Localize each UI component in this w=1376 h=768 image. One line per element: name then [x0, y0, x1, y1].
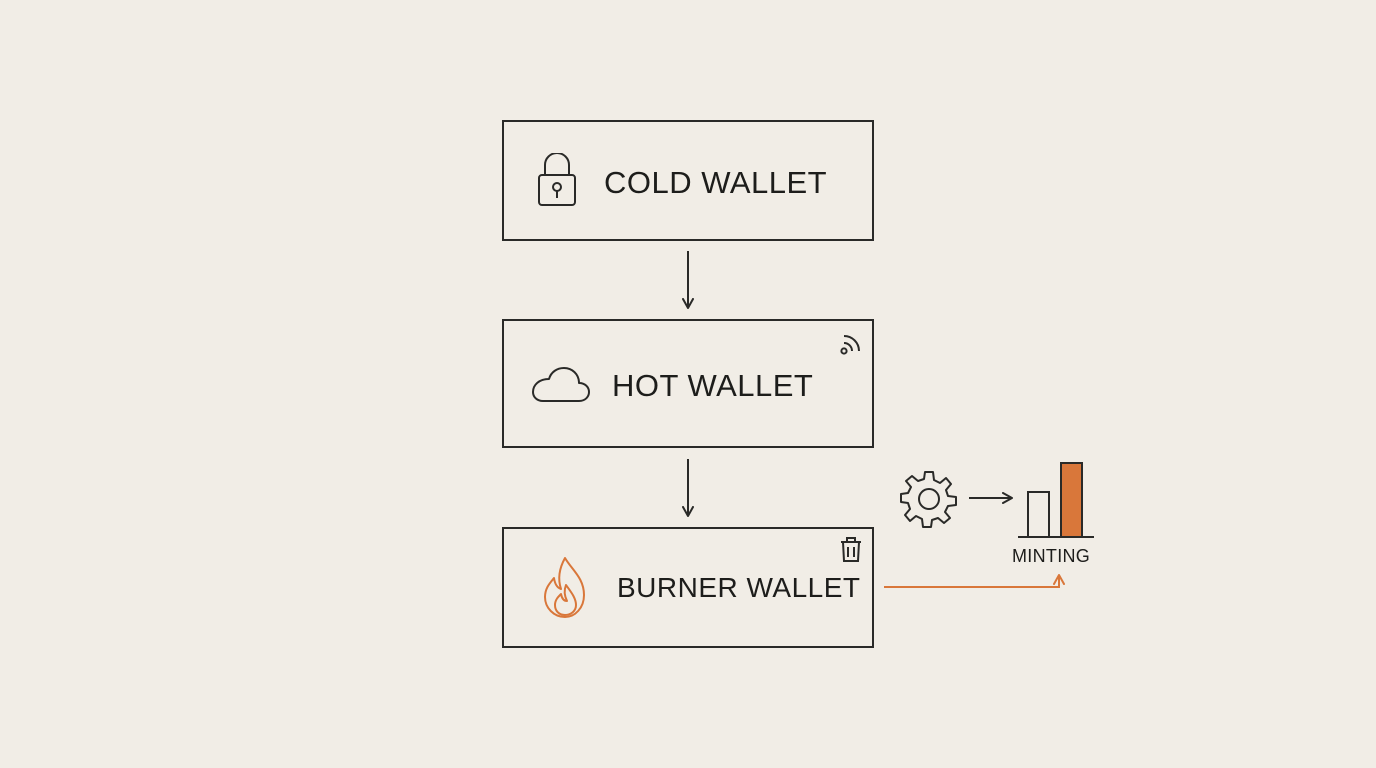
minting-label: MINTING [1012, 546, 1091, 566]
cold-wallet-label: COLD WALLET [604, 165, 828, 200]
edge-burner-to-minting [884, 574, 1065, 588]
bar-chart-icon [1018, 462, 1094, 538]
gear-icon [900, 471, 957, 528]
cold-wallet-node: COLD WALLET [502, 120, 874, 241]
bar-small [1027, 491, 1050, 538]
hot-wallet-label: HOT WALLET [612, 368, 814, 403]
burner-wallet-node: BURNER WALLET [502, 527, 874, 648]
burner-wallet-label: BURNER WALLET [617, 572, 861, 603]
cloud-icon [532, 367, 590, 402]
trash-icon [841, 537, 861, 562]
flame-icon [544, 557, 585, 618]
wifi-signal-icon [840, 335, 860, 355]
bar-large [1060, 462, 1083, 538]
lock-icon [538, 153, 576, 206]
hot-wallet-node: HOT WALLET [502, 319, 874, 448]
